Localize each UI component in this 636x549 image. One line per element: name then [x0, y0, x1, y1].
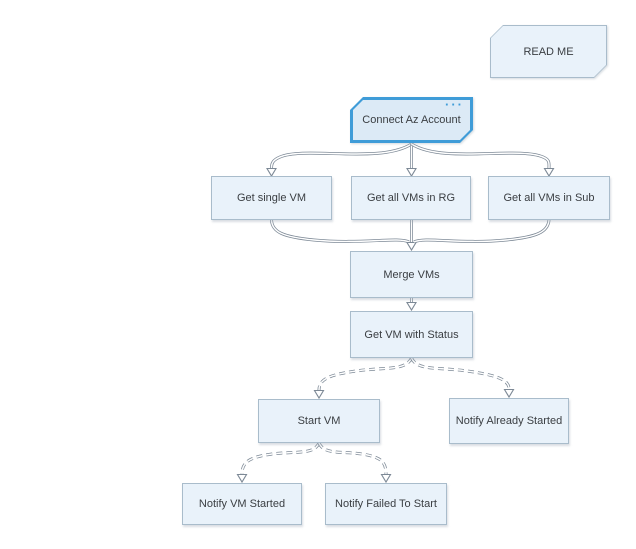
edge-get-all-vms-in-rg-to-merge-vms[interactable]	[406, 220, 417, 252]
edge-get-single-vm-to-merge-vms[interactable]	[270, 219, 410, 244]
arrowhead-icon	[406, 301, 417, 312]
arrowhead-icon	[380, 473, 392, 484]
edge-start-vm-to-notify-failed-to-start[interactable]	[317, 442, 392, 484]
edge-get-vm-with-status-to-start-vm[interactable]	[313, 357, 413, 400]
node-label: Notify Already Started	[455, 415, 563, 427]
node-label: Get all VMs in RG	[366, 192, 456, 204]
node-read-me[interactable]: READ ME	[490, 25, 607, 78]
node-start-vm[interactable]: Start VM	[258, 399, 380, 443]
node-get-all-vms-in-rg[interactable]: Get all VMs in RG	[351, 176, 471, 220]
node-notify-vm-started[interactable]: Notify VM Started	[182, 483, 302, 525]
node-merge-vms[interactable]: Merge VMs	[350, 251, 473, 298]
more-options-ellipsis-icon[interactable]: ···	[445, 97, 464, 112]
node-label: Notify VM Started	[198, 498, 286, 510]
arrowhead-icon	[406, 241, 417, 252]
node-get-vm-with-status[interactable]: Get VM with Status	[350, 311, 473, 358]
edge-connect-az-account-to-get-all-vms-in-sub[interactable]	[410, 142, 555, 178]
arrowhead-icon	[543, 167, 555, 178]
edge-connect-az-account-to-get-single-vm[interactable]	[266, 142, 413, 178]
node-label: Merge VMs	[383, 268, 440, 281]
edge-connect-az-account-to-get-all-vms-in-rg[interactable]	[406, 144, 417, 178]
node-label: Connect Az Account	[362, 114, 461, 126]
node-label: READ ME	[523, 45, 574, 58]
arrowhead-icon	[406, 167, 417, 178]
node-connect-az-account[interactable]: Connect Az Account ···	[350, 97, 473, 143]
arrowhead-icon	[313, 389, 325, 400]
node-get-all-vms-in-sub[interactable]: Get all VMs in Sub	[488, 176, 610, 220]
node-label: Get all VMs in Sub	[503, 192, 595, 204]
arrowhead-icon	[266, 167, 277, 178]
hexagon-fill	[491, 26, 606, 77]
node-notify-failed-to-start[interactable]: Notify Failed To Start	[325, 483, 447, 525]
edge-start-vm-to-notify-vm-started[interactable]	[236, 442, 321, 484]
node-get-single-vm[interactable]: Get single VM	[211, 176, 332, 220]
node-label: Get single VM	[236, 192, 307, 204]
arrowhead-icon	[503, 388, 515, 399]
edge-get-vm-with-status-to-notify-already-started[interactable]	[410, 357, 515, 399]
node-notify-already-started[interactable]: Notify Already Started	[449, 398, 569, 444]
hexagon-fill	[353, 100, 470, 140]
node-label: Notify Failed To Start	[335, 498, 437, 510]
arrowhead-icon	[236, 473, 248, 484]
edge-get-all-vms-in-sub-to-merge-vms[interactable]	[413, 219, 551, 244]
node-label: Get VM with Status	[364, 328, 459, 341]
edge-merge-vms-to-get-vm-with-status[interactable]	[406, 298, 417, 312]
node-label: Start VM	[297, 415, 341, 427]
